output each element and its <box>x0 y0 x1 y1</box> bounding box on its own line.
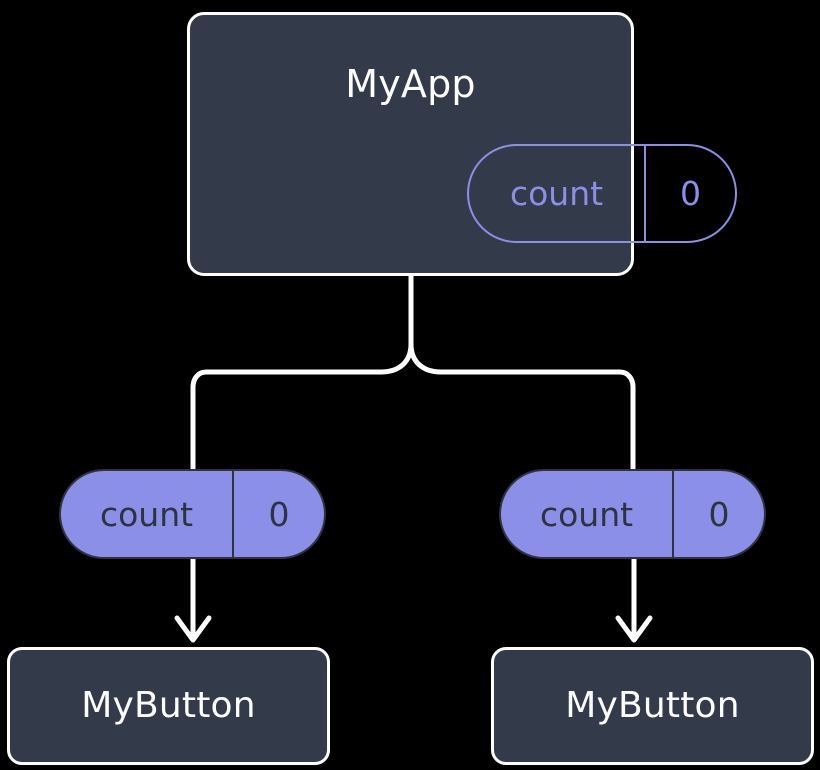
state-pill-key: count <box>539 494 634 534</box>
edge-branch-left <box>190 341 414 472</box>
state-pill-key: count <box>509 174 604 213</box>
node-mybutton-right[interactable]: MyButton <box>491 647 814 765</box>
edge-branch-right <box>408 341 636 472</box>
state-pill-value: 0 <box>644 146 735 241</box>
state-pill-left-count[interactable]: count 0 <box>59 469 326 559</box>
node-mybutton-right-title: MyButton <box>565 685 740 726</box>
state-pill-value: 0 <box>232 471 324 557</box>
node-mybutton-left[interactable]: MyButton <box>7 647 330 765</box>
node-myapp[interactable]: MyApp count 0 <box>187 12 737 276</box>
arrow-left-pill-to-button <box>174 556 212 643</box>
state-pill-myapp-count[interactable]: count 0 <box>467 144 737 243</box>
state-pill-key: count <box>99 494 194 534</box>
state-pill-value: 0 <box>672 471 764 557</box>
arrow-right-pill-to-button <box>615 556 653 643</box>
node-myapp-title: MyApp <box>345 62 476 106</box>
node-mybutton-left-title: MyButton <box>81 685 256 726</box>
state-pill-right-count[interactable]: count 0 <box>499 469 766 559</box>
